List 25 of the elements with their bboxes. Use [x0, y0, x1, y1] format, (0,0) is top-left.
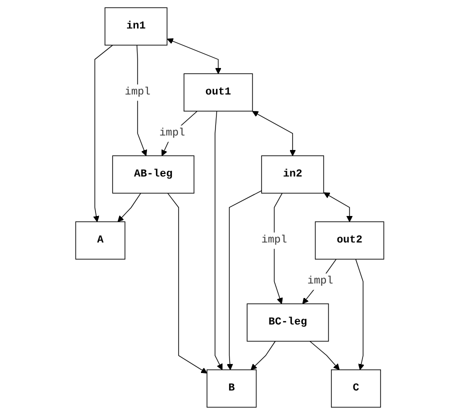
node-box: in1: [104, 7, 168, 46]
node-box: A: [76, 221, 126, 260]
arrow: [356, 258, 365, 370]
arrow: [214, 110, 223, 370]
edge-label: impl: [125, 86, 151, 98]
arrow: [168, 192, 208, 374]
edge-label: impl: [160, 126, 186, 139]
arrow: [252, 111, 296, 156]
node-box: out2: [315, 221, 384, 260]
arrow: [118, 192, 142, 222]
node-box: C: [331, 369, 382, 408]
edge-label: impl: [308, 274, 334, 288]
arrow: [250, 340, 276, 370]
arrow: [302, 258, 337, 304]
arrow: [310, 340, 340, 370]
node-box: out1: [184, 73, 254, 112]
arrow: [167, 38, 222, 74]
node-box: BC-leg: [247, 303, 330, 342]
node-box: AB-leg: [112, 155, 195, 194]
arrow: [93, 44, 114, 222]
edge-label: impl: [262, 234, 288, 246]
node-box: B: [206, 369, 257, 408]
arrow: [227, 190, 262, 370]
arrow: [324, 192, 353, 222]
node-box: in2: [261, 155, 324, 194]
